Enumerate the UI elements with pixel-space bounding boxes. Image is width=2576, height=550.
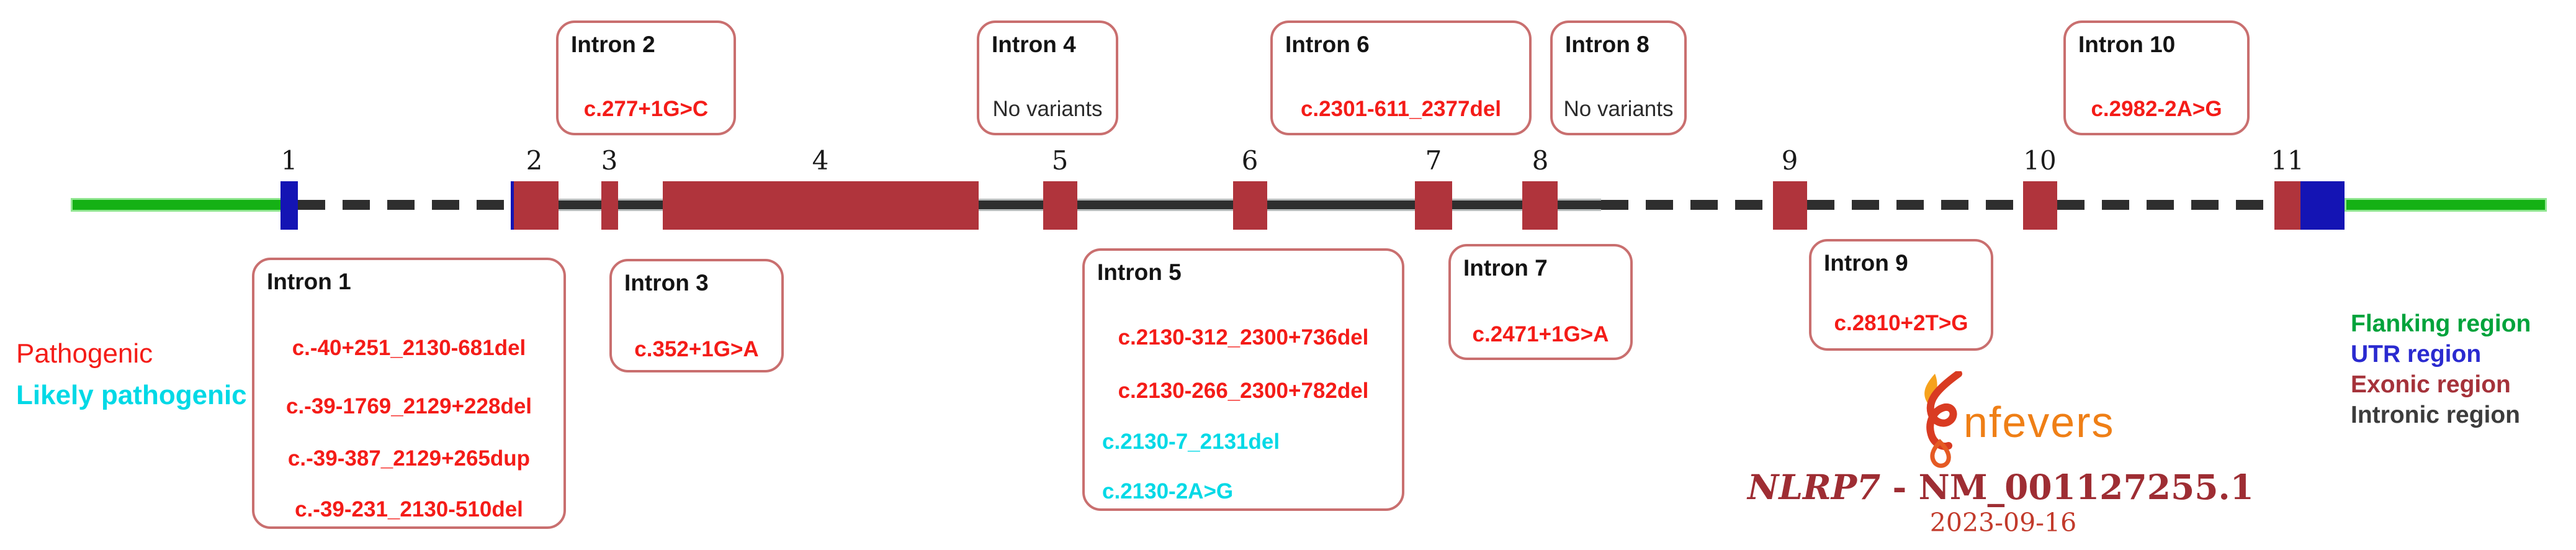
- intron-5-variant-4: c.2130-2A>G: [1102, 479, 1234, 503]
- intron-5-variant-1: c.2130-312_2300+736del: [1118, 325, 1369, 349]
- exon-11-utr-block: [2300, 181, 2345, 230]
- exon-7-label: 7: [1425, 145, 1442, 176]
- flanking-region-left: [71, 198, 284, 212]
- exon-9-block: [1773, 181, 1807, 230]
- intron-1-variant-4: c.-39-231_2130-510del: [295, 497, 523, 521]
- exon-3-label: 3: [601, 145, 618, 176]
- intron-3-title: Intron 3: [624, 270, 709, 295]
- intron-7-title: Intron 7: [1463, 255, 1548, 281]
- exon-10-label: 10: [2023, 145, 2057, 176]
- intron-4-line: [979, 199, 1043, 211]
- exon-6-label: 6: [1241, 145, 1259, 176]
- infevers-logo-text: nfevers: [1963, 398, 2115, 446]
- intron-5-title: Intron 5: [1097, 259, 1182, 285]
- intron-6-box: Intron 6 c.2301-611_2377del: [1270, 20, 1532, 135]
- exon-7-block: [1415, 181, 1452, 230]
- exon-5-block: [1043, 181, 1077, 230]
- exon-8-block: [1522, 181, 1558, 230]
- intron-2-box: Intron 2 c.277+1G>C: [556, 20, 736, 135]
- intron-4-title: Intron 4: [992, 32, 1076, 57]
- intron-4-no-variants: No variants: [992, 97, 1103, 121]
- legend-intronic-region: Intronic region: [2351, 402, 2520, 428]
- gene-title: NLRP7 - NM_001127255.1: [1748, 467, 2254, 507]
- gene-title-separator: -: [1880, 467, 1919, 507]
- intron-1-box: Intron 1 c.-40+251_2130-681del c.-39-176…: [252, 258, 566, 529]
- gene-name: NLRP7: [1748, 467, 1881, 507]
- intron-1-variant-3: c.-39-387_2129+265dup: [287, 446, 531, 471]
- infevers-logo: nfevers: [1910, 370, 2171, 471]
- intron-4-box: Intron 4 No variants: [977, 20, 1118, 135]
- exon-9-label: 9: [1781, 145, 1798, 176]
- exon-4-block: [663, 181, 979, 230]
- diagram-date: 2023-09-16: [1929, 508, 2077, 538]
- exon-11-block: [2274, 181, 2300, 230]
- gene-transcript: NM_001127255.1: [1918, 467, 2254, 507]
- exon-8-label: 8: [1532, 145, 1549, 176]
- intron-8-line-stub: [1558, 199, 1601, 211]
- intron-5-box: Intron 5 c.2130-312_2300+736del c.2130-2…: [1082, 248, 1404, 511]
- intron-2-variant: c.277+1G>C: [583, 97, 709, 121]
- legend-utr-region: UTR region: [2351, 341, 2482, 367]
- exon-11-label: 11: [2271, 145, 2304, 176]
- intron-9-title: Intron 9: [1824, 250, 1908, 276]
- exon-10-block: [2023, 181, 2057, 230]
- intron-5-variant-2: c.2130-266_2300+782del: [1118, 379, 1369, 403]
- legend-exonic-region: Exonic region: [2351, 371, 2511, 398]
- exon-1-label: 1: [280, 145, 298, 176]
- exon-3-block: [601, 181, 618, 230]
- intron-10-variant: c.2982-2A>G: [2091, 97, 2222, 121]
- intron-8-no-variants: No variants: [1563, 97, 1674, 121]
- intron-9-line: [1807, 200, 2023, 210]
- intron-7-box: Intron 7 c.2471+1G>A: [1448, 244, 1633, 360]
- intron-2-title: Intron 2: [571, 32, 655, 57]
- flanking-region-right: [2345, 198, 2547, 212]
- intron-7-line: [1452, 199, 1524, 211]
- intron-6-variant: c.2301-611_2377del: [1300, 97, 1502, 121]
- intron-8-box: Intron 8 No variants: [1550, 20, 1687, 135]
- exon-4-label: 4: [812, 145, 829, 176]
- intron-3-line: [618, 199, 663, 211]
- intron-8-line: [1601, 200, 1773, 210]
- intron-1-line: [298, 200, 511, 210]
- exon-2-utr-sliver: [511, 181, 514, 230]
- legend-likely-pathogenic: Likely pathogenic: [16, 380, 247, 410]
- intron-1-title: Intron 1: [267, 269, 351, 294]
- intron-6-title: Intron 6: [1285, 32, 1370, 57]
- intron-1-variant-2: c.-39-1769_2129+228del: [285, 394, 532, 418]
- legend-flanking-region: Flanking region: [2351, 310, 2531, 337]
- intron-5-variant-3: c.2130-7_2131del: [1102, 430, 1280, 454]
- intron-9-box: Intron 9 c.2810+2T>G: [1809, 239, 1993, 351]
- intron-1-variant-1: c.-40+251_2130-681del: [292, 336, 526, 360]
- intron-8-title: Intron 8: [1565, 32, 1649, 57]
- intron-10-line: [2057, 200, 2274, 210]
- intron-3-variant: c.352+1G>A: [634, 337, 759, 361]
- legend-pathogenic: Pathogenic: [16, 338, 153, 369]
- intron-3-box: Intron 3 c.352+1G>A: [609, 259, 784, 372]
- exon-2-block: [514, 181, 559, 230]
- intron-2-line: [559, 199, 601, 211]
- intron-5-line: [1077, 199, 1233, 211]
- exon-6-block: [1233, 181, 1267, 230]
- intron-10-box: Intron 10 c.2982-2A>G: [2063, 20, 2250, 135]
- infevers-flame-icon: [1924, 370, 1962, 468]
- intron-10-title: Intron 10: [2078, 32, 2176, 57]
- exon-2-label: 2: [526, 145, 543, 176]
- intron-7-variant: c.2471+1G>A: [1472, 322, 1609, 346]
- intron-9-variant: c.2810+2T>G: [1834, 311, 1968, 335]
- exon-5-label: 5: [1051, 145, 1069, 176]
- exon-1-utr-block: [280, 181, 298, 230]
- intron-6-line: [1267, 199, 1415, 211]
